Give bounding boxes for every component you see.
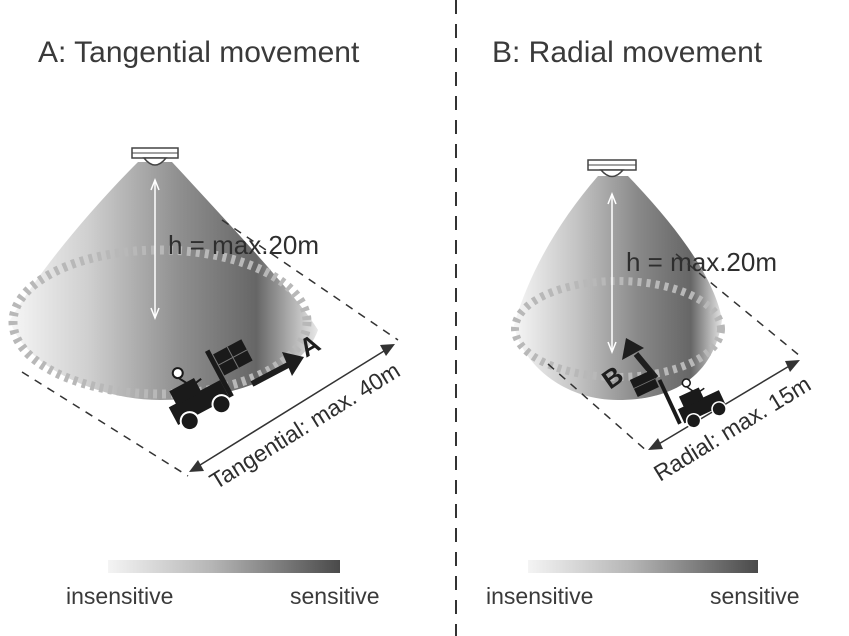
panel-b-sensitive-label: sensitive — [710, 583, 799, 609]
panel-b-insensitive-label: insensitive — [486, 583, 593, 609]
panel-b-floor-line — [547, 363, 649, 453]
panel-a-insensitive-label: insensitive — [66, 583, 173, 609]
panel-b-detection-ring — [511, 277, 725, 381]
panel-a-distance-arrow — [191, 345, 393, 471]
panel-a: A: Tangential movement h = max.20m Tange… — [8, 36, 404, 609]
panel-a-arrowhead-icon — [282, 352, 304, 376]
panel-a-title: A: Tangential movement — [38, 36, 360, 69]
panel-b-detection-cone — [514, 176, 722, 400]
panel-b-sensor-icon — [587, 159, 637, 178]
panel-a-detection-cone — [10, 162, 318, 400]
panel-b-sensitivity-gradient — [528, 560, 758, 573]
panel-a-sensitive-label: sensitive — [290, 583, 379, 609]
panel-b-height-label: h = max.20m — [626, 247, 777, 277]
panel-a-sensor-icon — [131, 147, 179, 166]
panel-a-sensitivity-gradient — [108, 560, 340, 573]
panel-b: B: Radial movement h = max.20m Radial: m… — [486, 36, 815, 609]
panel-b-arrowhead-icon — [622, 338, 644, 360]
panel-a-detection-ring — [8, 245, 312, 399]
panel-a-forklift-icon — [168, 339, 253, 432]
panel-a-height-label: h = max.20m — [168, 230, 319, 260]
panel-a-floor-line — [21, 371, 189, 477]
panel-a-movement-arrow — [250, 361, 292, 387]
panel-a-floor-line — [221, 219, 399, 341]
panel-b-forklift-icon — [629, 370, 727, 429]
panel-b-floor-line — [675, 253, 801, 357]
panel-b-title: B: Radial movement — [492, 36, 763, 69]
